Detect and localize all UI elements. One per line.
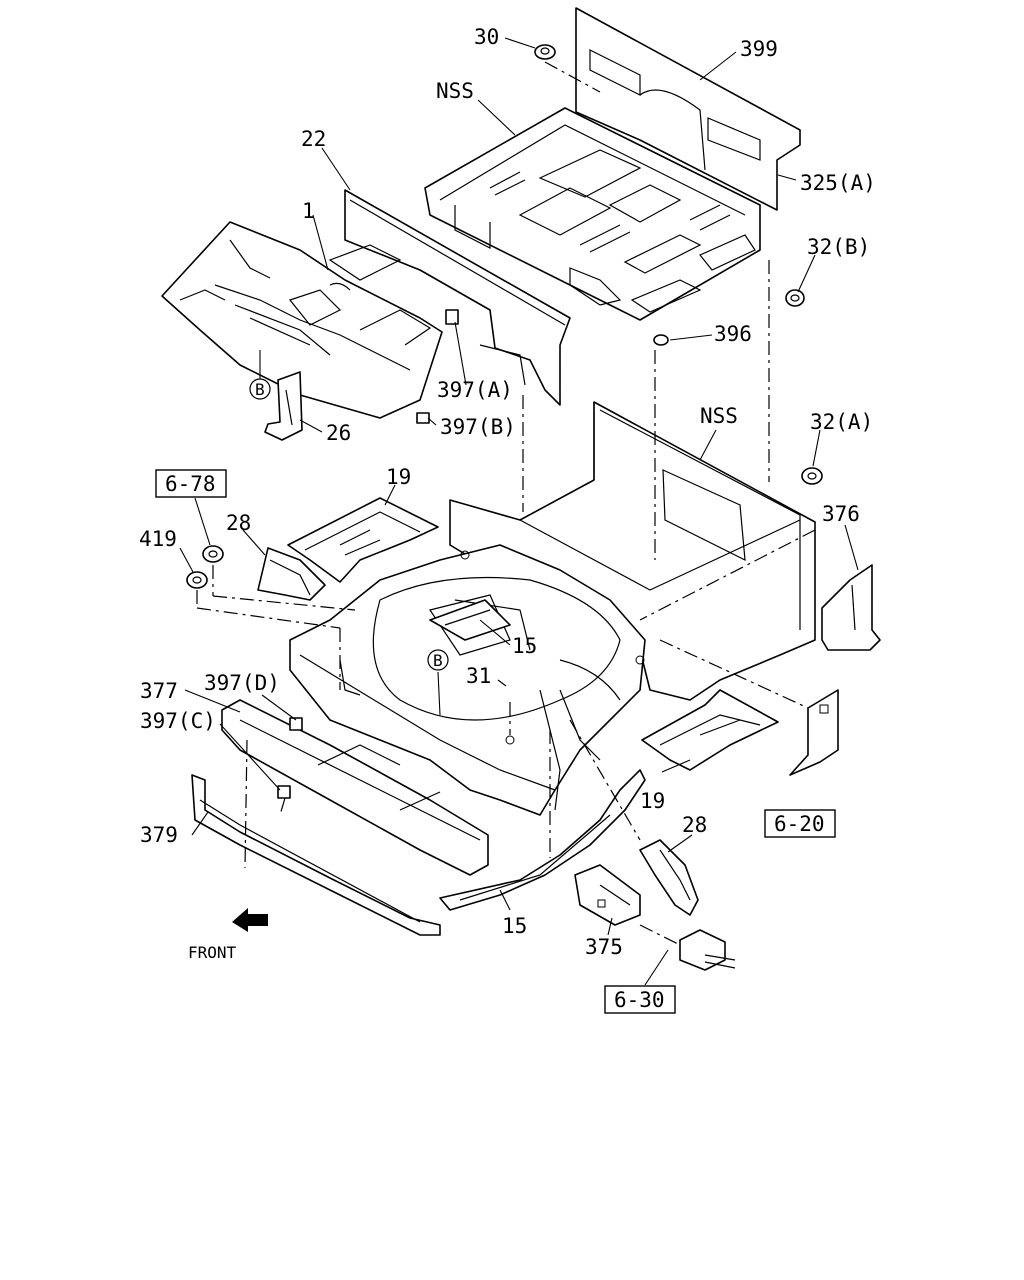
- part-labels: 30 399 NSS 22 325(A) 1 32(B) 396 397(A) …: [139, 25, 876, 962]
- label-396: 396: [714, 322, 752, 346]
- clip-397a: [445, 309, 459, 325]
- label-15-upper: 15: [512, 634, 537, 658]
- label-26: 26: [326, 421, 351, 445]
- label-379: 379: [140, 823, 178, 847]
- ref-box-6-20[interactable]: 6-20: [764, 809, 836, 838]
- label-22: 22: [301, 127, 326, 151]
- label-28-right: 28: [682, 813, 707, 837]
- panel-6-20-part: [789, 689, 839, 776]
- label-32b: 32(B): [807, 235, 870, 259]
- label-32a: 32(A): [810, 410, 873, 434]
- label-19-right: 19: [640, 789, 665, 813]
- label-19-top: 19: [386, 465, 411, 489]
- label-nss-floor: NSS: [700, 404, 738, 428]
- marker-b-center-text: B: [433, 651, 443, 670]
- bracket-26: [264, 371, 303, 441]
- grommet-30: [534, 44, 556, 60]
- cross-member-377: [221, 699, 489, 876]
- marker-b-left-text: B: [255, 380, 265, 399]
- plug-396: [653, 334, 669, 346]
- main-floor-assembly: [289, 401, 816, 816]
- front-arrow-icon: [232, 908, 268, 932]
- grommet-32a: [801, 467, 823, 485]
- cross-member-22: [328, 189, 571, 406]
- bracket-28-right: [639, 839, 699, 916]
- label-31: 31: [466, 664, 491, 688]
- label-1: 1: [302, 199, 315, 223]
- circle-marker-b-center: B: [427, 649, 449, 671]
- alignment-lines: [196, 61, 816, 946]
- front-floor-panel-1: [161, 221, 443, 419]
- leader-lines: [179, 37, 859, 986]
- label-397b: 397(B): [440, 415, 516, 439]
- label-375: 375: [585, 935, 623, 959]
- label-397d: 397(D): [204, 671, 280, 695]
- label-30: 30: [474, 25, 499, 49]
- label-15-lower: 15: [502, 914, 527, 938]
- label-28-left: 28: [226, 511, 251, 535]
- brace-15-upper: [429, 599, 511, 641]
- bracket-375: [574, 864, 641, 926]
- label-397c: 397(C): [140, 709, 216, 733]
- grommet-32b: [785, 289, 805, 307]
- ref-box-6-30[interactable]: 6-30: [604, 985, 676, 1014]
- clip-397c: [277, 785, 291, 799]
- ref-box-6-78[interactable]: 6-78: [155, 469, 227, 498]
- bracket-376: [821, 564, 881, 651]
- label-419: 419: [139, 527, 177, 551]
- ref-label-6-20: 6-20: [774, 812, 825, 836]
- bracket-28-left: [257, 547, 326, 601]
- front-label: FRONT: [188, 943, 237, 962]
- component-6-30: [679, 929, 736, 971]
- clip-397b: [416, 412, 430, 424]
- label-377: 377: [140, 679, 178, 703]
- bracket-19-right: [641, 689, 779, 771]
- grommet-419: [186, 545, 224, 589]
- bracket-19-top: [287, 497, 439, 583]
- ref-label-6-78: 6-78: [165, 472, 216, 496]
- clip-397d: [289, 717, 303, 731]
- brace-15-lower: [439, 769, 646, 911]
- label-nss-top: NSS: [436, 79, 474, 103]
- circle-marker-b-left: B: [249, 378, 271, 400]
- ref-label-6-30: 6-30: [614, 988, 665, 1012]
- rear-floor-panel-upper: [424, 7, 801, 321]
- label-325a: 325(A): [800, 171, 876, 195]
- label-397a: 397(A): [437, 378, 513, 402]
- label-399: 399: [740, 37, 778, 61]
- label-376: 376: [822, 502, 860, 526]
- cross-member-379: [191, 774, 441, 936]
